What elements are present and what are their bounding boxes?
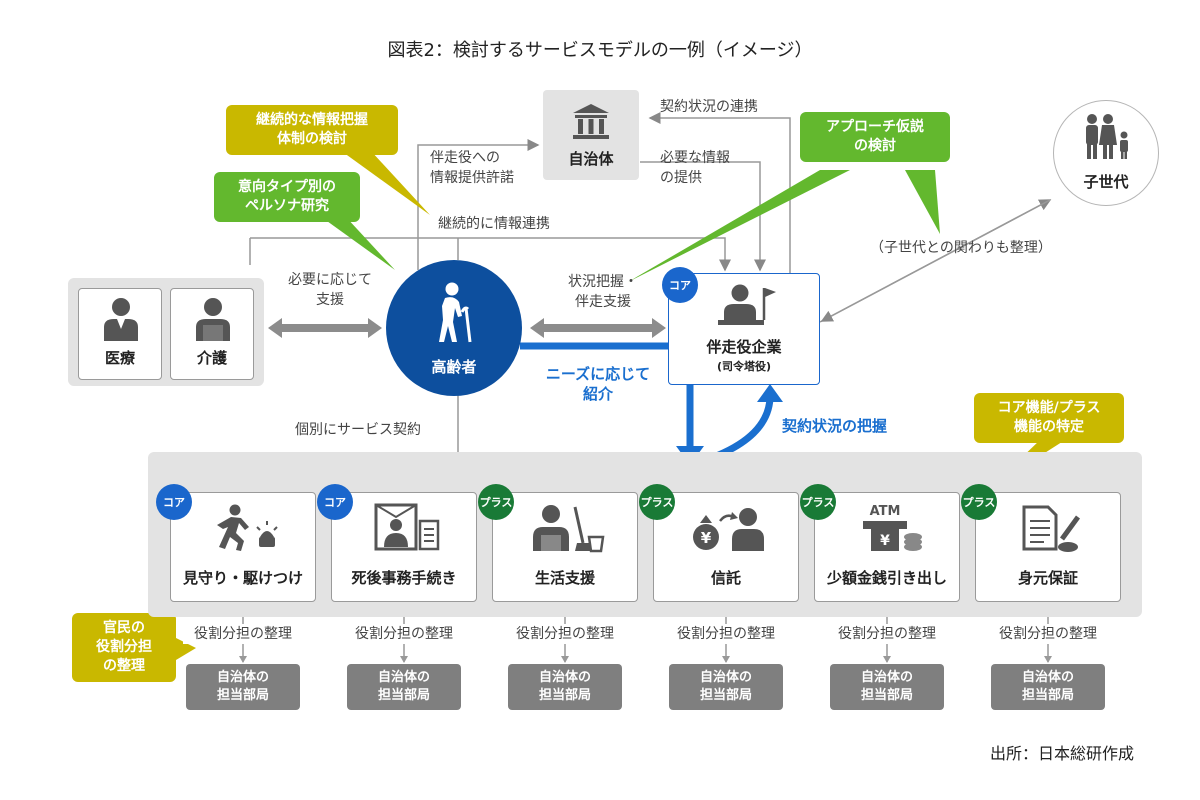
service-badge-posthumous: コア — [317, 484, 353, 520]
service-badge-guarantee: プラス — [961, 484, 997, 520]
service-card-withdrawal: ATM ¥ 少額金銭引き出し — [814, 492, 960, 602]
service-label-trust: 信託 — [710, 569, 741, 587]
service-label-living: 生活支援 — [534, 569, 595, 587]
portrait-document-icon — [374, 503, 440, 551]
medical-card: 医療 — [78, 288, 162, 380]
contract-link-arrow — [648, 112, 791, 275]
companion-label: 伴走役企業 — [706, 338, 782, 356]
individual-contract-label: 個別にサービス契約 — [295, 422, 421, 438]
service-badge-living: プラス — [478, 484, 514, 520]
continuous-info-callout: 継続的な情報把握体制の検討 — [226, 105, 398, 155]
public-private-callout: 官民の役割分担の整理 — [72, 613, 176, 682]
care-label: 介護 — [196, 349, 227, 367]
service-badge-trust: プラス — [639, 484, 675, 520]
svg-text:¥: ¥ — [880, 533, 890, 549]
municipality-label: 自治体 — [568, 150, 614, 168]
government-building-icon — [573, 104, 609, 139]
manager-desk-icon — [718, 284, 776, 325]
service-card-guarantee: 身元保証 — [975, 492, 1121, 602]
situation-label: 状況把握・伴走支援 — [568, 274, 638, 310]
source-note: 出所：日本総研作成 — [990, 744, 1135, 763]
money-person-icon: ¥ — [693, 508, 764, 551]
role-label-1: 役割分担の整理 — [183, 624, 303, 644]
figure-title: 図表2：検討するサービスモデルの一例（イメージ） — [387, 40, 813, 61]
svg-text:¥: ¥ — [701, 529, 712, 547]
intro-label: ニーズに応じて紹介 — [545, 365, 651, 403]
role-label-4: 役割分担の整理 — [666, 624, 786, 644]
elderly-label: 高齢者 — [431, 358, 477, 376]
necessary-info-label: 必要な情報の提供 — [660, 150, 730, 186]
support-double-arrow — [268, 318, 382, 338]
doctor-icon — [104, 298, 138, 341]
role-label-2: 役割分担の整理 — [344, 624, 464, 644]
companion-sublabel: (司令塔役) — [716, 360, 772, 373]
continuous-link-arrow — [250, 237, 731, 272]
permission-arrow — [417, 139, 540, 270]
service-card-watch: 見守り・駆けつけ — [170, 492, 316, 602]
service-badge-watch: コア — [156, 484, 192, 520]
contract-grasp-label: 契約状況の把握 — [782, 417, 888, 435]
service-label-posthumous: 死後事務手続き — [351, 569, 457, 587]
children-label: 子世代 — [1083, 173, 1129, 191]
service-label-withdrawal: 少額金銭引き出し — [826, 569, 947, 587]
elderly-node: 高齢者 — [386, 260, 522, 396]
dept-box-6: 自治体の担当部局 — [991, 664, 1105, 710]
support-label: 必要に応じて支援 — [288, 272, 372, 308]
atm-icon: ATM ¥ — [863, 504, 922, 551]
child-relation-label: （子世代との関わりも整理） — [870, 240, 1052, 256]
role-label-3: 役割分担の整理 — [505, 624, 625, 644]
service-card-posthumous: 死後事務手続き — [331, 492, 477, 602]
municipality-node: 自治体 — [543, 90, 639, 180]
approach-callout: アプローチ仮説の検討 — [800, 112, 950, 162]
continuous-link-label: 継続的に情報連携 — [438, 216, 550, 232]
permission-label: 伴走役への情報提供許諾 — [430, 150, 514, 186]
companion-core-badge: コア — [662, 267, 698, 303]
dept-box-3: 自治体の担当部局 — [508, 664, 622, 710]
situation-double-arrow — [530, 318, 666, 338]
role-label-5: 役割分担の整理 — [827, 624, 947, 644]
necessary-info-arrow — [640, 161, 766, 272]
housekeeper-icon — [533, 505, 605, 553]
medical-label: 医療 — [104, 349, 135, 367]
service-card-living: 生活支援 — [492, 492, 638, 602]
elderly-person-icon — [439, 282, 472, 343]
family-icon — [1086, 114, 1128, 159]
children-node: 子世代 — [1053, 100, 1159, 206]
contract-link-label: 契約状況の連携 — [660, 99, 758, 115]
care-card: 介護 — [170, 288, 254, 380]
role-label-6: 役割分担の整理 — [988, 624, 1108, 644]
service-label-guarantee: 身元保証 — [1017, 569, 1078, 587]
caregiver-icon — [196, 298, 230, 341]
persona-callout: 意向タイプ別のペルソナ研究 — [214, 172, 360, 222]
dept-box-5: 自治体の担当部局 — [830, 664, 944, 710]
svg-text:ATM: ATM — [870, 504, 901, 519]
dept-box-2: 自治体の担当部局 — [347, 664, 461, 710]
service-label-watch: 見守り・駆けつけ — [182, 569, 303, 587]
dept-box-4: 自治体の担当部局 — [669, 664, 783, 710]
service-badge-withdrawal: プラス — [800, 484, 836, 520]
running-alarm-icon — [217, 504, 278, 551]
dept-box-1: 自治体の担当部局 — [186, 664, 300, 710]
document-pen-icon — [1022, 505, 1081, 552]
service-card-trust: ¥ 信託 — [653, 492, 799, 602]
core-plus-callout: コア機能/プラス機能の特定 — [974, 393, 1124, 443]
